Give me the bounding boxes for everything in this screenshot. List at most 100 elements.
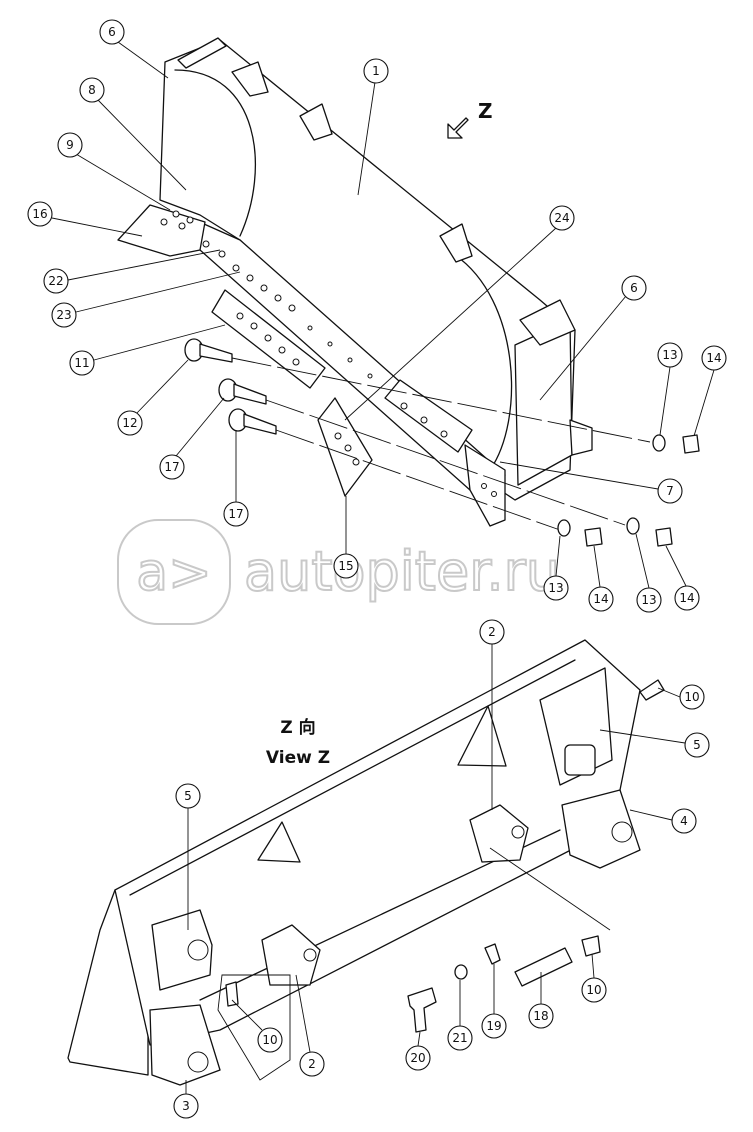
svg-text:14: 14	[679, 591, 694, 605]
blade-rib-3	[439, 223, 473, 263]
callout-17-b: 17	[223, 501, 249, 527]
callout-23: 23	[51, 302, 77, 328]
svg-text:20: 20	[410, 1051, 425, 1065]
bolt-17-lower	[228, 408, 277, 435]
callout-11: 11	[69, 350, 95, 376]
blade-curve-lower	[454, 254, 513, 471]
frame-right-window	[564, 744, 596, 776]
svg-text:10: 10	[684, 690, 699, 704]
svg-text:12: 12	[122, 416, 137, 430]
svg-text:19: 19	[486, 1019, 501, 1033]
callout-6-b: 6	[621, 275, 647, 301]
washer-13-b	[557, 519, 571, 537]
blade-rib-2	[299, 103, 333, 141]
nut-14-c	[655, 527, 673, 547]
callout-10-c: 10	[581, 977, 607, 1003]
bolt-17-upper	[218, 378, 267, 405]
svg-text:5: 5	[693, 738, 701, 752]
bracket-2-upper	[469, 804, 529, 863]
callout-22: 22	[43, 268, 69, 294]
bolt-20	[407, 987, 437, 1033]
lower-bracket-outline	[217, 974, 291, 1081]
callout-14-a: 14	[701, 345, 727, 371]
washer-13-a	[652, 434, 666, 452]
callout-4: 4	[671, 808, 697, 834]
svg-text:2: 2	[308, 1057, 316, 1071]
end-bit-left	[117, 204, 206, 257]
blade-end-top	[519, 299, 576, 346]
callouts-top: 6 1 8 9 16 22 23 24 6 11 12 13 1	[27, 19, 727, 613]
callout-12: 12	[117, 410, 143, 436]
svg-text:7: 7	[666, 484, 674, 498]
view-z-arrow: Z	[447, 99, 493, 139]
bolt-holes	[160, 210, 497, 497]
svg-text:23: 23	[56, 308, 71, 322]
callout-17-a: 17	[159, 454, 185, 480]
callouts-bottom: 2 10 5 5 4 10 2 3 20 21 19 18 10	[173, 619, 710, 1119]
frame-assembly	[67, 639, 665, 1086]
assembly-line-1	[231, 357, 651, 443]
callout-2-a: 2	[479, 619, 505, 645]
frame-left-trunnion	[151, 909, 213, 991]
bolt-12	[184, 338, 233, 363]
svg-text:11: 11	[74, 356, 89, 370]
watermark-logo-glyph: a>	[136, 543, 211, 603]
svg-text:8: 8	[88, 83, 96, 97]
pin-18	[514, 947, 573, 987]
callout-14-c: 14	[674, 585, 700, 611]
blade-curve	[174, 69, 256, 237]
grease-nipple-10-right	[581, 935, 601, 957]
frame-clevis-right	[561, 789, 641, 869]
svg-text:5: 5	[184, 789, 192, 803]
view-title-en: View Z	[266, 748, 330, 768]
blade-rib-1	[231, 61, 269, 97]
svg-text:18: 18	[533, 1009, 548, 1023]
callout-8: 8	[79, 77, 105, 103]
svg-text:15: 15	[338, 559, 353, 573]
callout-16: 16	[27, 201, 53, 227]
view-z-arrow-label: Z	[478, 99, 493, 123]
callout-10-b: 10	[257, 1027, 283, 1053]
svg-text:17: 17	[164, 460, 179, 474]
svg-text:14: 14	[593, 592, 608, 606]
callout-13-a: 13	[657, 342, 683, 368]
callout-6-a: 6	[99, 19, 125, 45]
watermark: a> autopiter.ru	[117, 519, 561, 625]
callout-21: 21	[447, 1025, 473, 1051]
svg-text:13: 13	[548, 581, 563, 595]
washer-21	[454, 964, 468, 980]
callout-9: 9	[57, 132, 83, 158]
svg-text:13: 13	[641, 593, 656, 607]
svg-text:1: 1	[372, 64, 380, 78]
callout-14-b: 14	[588, 586, 614, 612]
callout-10-a: 10	[679, 684, 705, 710]
svg-text:6: 6	[630, 281, 638, 295]
blade-end-plate	[514, 319, 573, 486]
svg-text:24: 24	[554, 211, 569, 225]
callout-24: 24	[549, 205, 575, 231]
svg-text:3: 3	[182, 1099, 190, 1113]
nut-14-a	[682, 434, 700, 454]
washer-13-c	[626, 517, 640, 535]
svg-text:14: 14	[706, 351, 721, 365]
assembly-line-3	[275, 429, 561, 531]
callout-15: 15	[333, 553, 359, 579]
callout-13-b: 13	[543, 575, 569, 601]
blade-end-bracket	[569, 419, 593, 456]
grease-fitting-10-top	[639, 679, 665, 701]
callout-2-b: 2	[299, 1051, 325, 1077]
grease-fitting-10-lower	[225, 981, 239, 1007]
svg-text:17: 17	[228, 507, 243, 521]
svg-text:10: 10	[586, 983, 601, 997]
view-title-cn: Z 向	[280, 717, 315, 738]
svg-text:22: 22	[48, 274, 63, 288]
clevis-hole-right	[611, 821, 633, 843]
svg-text:10: 10	[262, 1033, 277, 1047]
callout-13-c: 13	[636, 587, 662, 613]
frame-beam-top-edge	[129, 659, 576, 896]
bolt-19	[484, 943, 501, 965]
cutting-edge-plate-24	[384, 379, 473, 453]
svg-text:4: 4	[680, 814, 688, 828]
svg-text:21: 21	[452, 1031, 467, 1045]
